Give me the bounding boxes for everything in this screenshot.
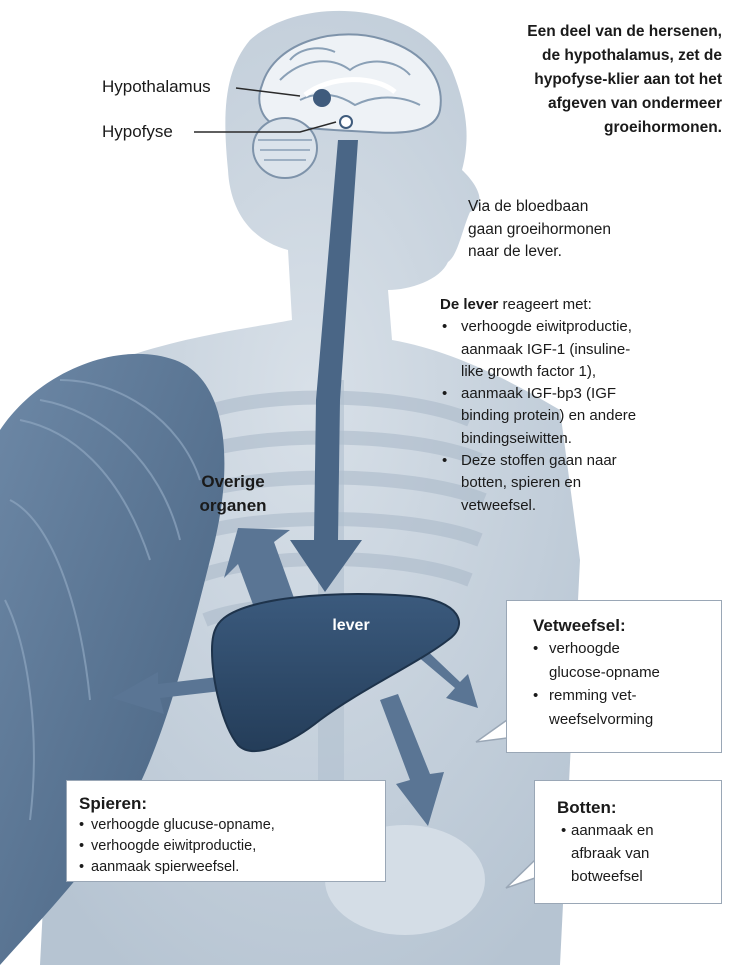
label-overige-organen: Overige organen: [178, 470, 288, 518]
intro-line: afgeven van ondermeer: [440, 92, 722, 116]
liver-response-heading-rest: reageert met:: [498, 296, 591, 313]
bloodstream-line: gaan groeihormonen: [468, 219, 688, 242]
box-spieren-item: • aanmaak spierweefsel.: [79, 857, 377, 878]
box-vetweefsel-line: remming vet-: [549, 684, 711, 708]
box-botten: Botten: • aanmaak en afbraak van botweef…: [534, 780, 722, 904]
box-botten-line: afbraak van: [571, 842, 713, 865]
box-botten-list: • aanmaak en afbraak van botweefsel: [549, 819, 713, 888]
label-lever: lever: [296, 617, 406, 635]
liver-response-item: Deze stoffen gaan naar botten, spieren e…: [440, 450, 722, 517]
liver-response-item: verhoogde eiwitproductie, aanmaak IGF-1 …: [440, 316, 722, 383]
overige-organen-line: Overige: [178, 470, 288, 494]
cerebellum: [253, 118, 317, 178]
box-botten-title: Botten:: [549, 797, 713, 819]
liver-response-line: botten, spieren en: [461, 472, 722, 494]
intro-text: Een deel van de hersenen, de hypothalamu…: [440, 20, 722, 140]
box-botten-item: • aanmaak en afbraak van botweefsel: [549, 819, 713, 888]
box-spieren-item: • verhoogde eiwitproductie,: [79, 836, 377, 857]
box-vetweefsel-item: • verhoogde glucose-opname: [533, 637, 711, 684]
liver-response-line: verhoogde eiwitproductie,: [461, 316, 722, 338]
box-vetweefsel: Vetweefsel: • verhoogde glucose-opname •…: [506, 600, 722, 753]
liver-response-item: aanmaak IGF-bp3 (IGF binding protein) en…: [440, 383, 722, 450]
liver-response-line: aanmaak IGF-1 (insuline-: [461, 339, 722, 361]
liver-response-line: like growth factor 1),: [461, 361, 722, 383]
bullet: •: [79, 815, 84, 836]
box-vetweefsel-title: Vetweefsel:: [533, 615, 711, 637]
intro-line: groeihormonen.: [440, 116, 722, 140]
liver-response-line: vetweefsel.: [461, 495, 722, 517]
liver-response: De lever reageert met: verhoogde eiwitpr…: [440, 294, 722, 517]
box-spieren-line: aanmaak spierweefsel.: [91, 859, 239, 875]
hypothalamus-marker: [313, 89, 331, 107]
liver-response-line: bindingseiwitten.: [461, 428, 722, 450]
intro-line: de hypothalamus, zet de: [440, 44, 722, 68]
bloodstream-text: Via de bloedbaan gaan groeihormonen naar…: [468, 196, 688, 264]
label-hypothalamus: Hypothalamus: [102, 77, 211, 97]
label-hypofyse: Hypofyse: [102, 122, 173, 142]
liver-response-line: Deze stoffen gaan naar: [461, 450, 722, 472]
bullet: •: [533, 637, 538, 661]
box-spieren-list: • verhoogde glucuse-opname, • verhoogde …: [79, 815, 377, 878]
box-vetweefsel-line: glucose-opname: [549, 661, 711, 685]
bullet: •: [79, 836, 84, 857]
box-botten-line: botweefsel: [571, 865, 713, 888]
box-spieren: Spieren: • verhoogde glucuse-opname, • v…: [66, 780, 386, 882]
liver-response-line: binding protein) en andere: [461, 405, 722, 427]
bullet: •: [533, 684, 538, 708]
bullet: •: [561, 819, 566, 842]
liver-response-list: verhoogde eiwitproductie, aanmaak IGF-1 …: [440, 316, 722, 517]
overige-organen-line: organen: [178, 494, 288, 518]
bloodstream-line: Via de bloedbaan: [468, 196, 688, 219]
box-vetweefsel-list: • verhoogde glucose-opname • remming vet…: [533, 637, 711, 731]
bloodstream-line: naar de lever.: [468, 241, 688, 264]
hypofyse-marker: [340, 116, 352, 128]
box-spieren-line: verhoogde eiwitproductie,: [91, 838, 256, 854]
box-vetweefsel-line: weefselvorming: [549, 708, 711, 732]
intro-line: hypofyse-klier aan tot het: [440, 68, 722, 92]
bullet: •: [79, 857, 84, 878]
intro-line: Een deel van de hersenen,: [440, 20, 722, 44]
box-botten-line: aanmaak en: [571, 819, 713, 842]
box-vetweefsel-line: verhoogde: [549, 637, 711, 661]
box-spieren-line: verhoogde glucuse-opname,: [91, 817, 275, 833]
liver-response-heading: De lever reageert met:: [440, 294, 722, 316]
box-spieren-item: • verhoogde glucuse-opname,: [79, 815, 377, 836]
box-spieren-title: Spieren:: [79, 793, 377, 815]
liver-response-line: aanmaak IGF-bp3 (IGF: [461, 383, 722, 405]
box-vetweefsel-item: • remming vet- weefselvorming: [533, 684, 711, 731]
liver-response-heading-bold: De lever: [440, 296, 498, 313]
